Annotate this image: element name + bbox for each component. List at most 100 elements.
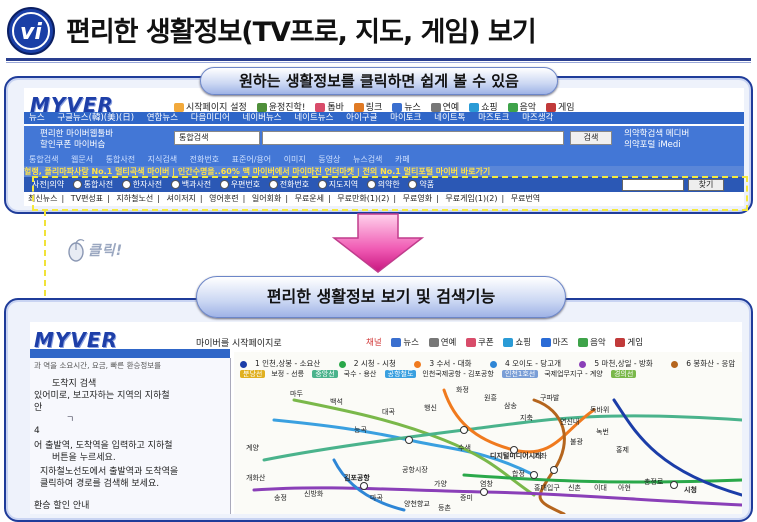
legend-tag[interactable]: 경의선 — [610, 370, 637, 378]
station-label[interactable]: 디지털미디어시티 — [490, 451, 542, 460]
life-info-link[interactable]: 무료운세 — [294, 194, 325, 203]
coupon-link[interactable]: 할인쿠폰 마이버슴 — [40, 140, 106, 150]
station-label[interactable]: 구파발 — [540, 393, 560, 402]
news-link[interactable]: 다음미디어 — [190, 113, 230, 123]
station-label[interactable]: 녹번 — [596, 427, 609, 436]
life-info-link[interactable]: 영어훈련 — [209, 194, 239, 203]
radio-button[interactable] — [219, 180, 229, 189]
life-info-link[interactable]: 최신뉴스 — [28, 194, 58, 203]
topnav-item[interactable]: 연예 — [430, 100, 459, 113]
station-label[interactable]: 홍대입구 — [534, 483, 560, 492]
news-link[interactable]: 아이구글 — [346, 113, 378, 123]
station-label[interactable]: 가좌 — [534, 451, 547, 460]
station-label[interactable]: 독바위 — [590, 405, 609, 414]
station-label[interactable]: 수색 — [458, 443, 471, 452]
station-label[interactable]: 불광 — [570, 437, 583, 446]
radio-button[interactable] — [408, 180, 418, 189]
topnav-item[interactable]: 뉴스 — [391, 336, 419, 348]
station-label[interactable]: 계양 — [246, 443, 259, 452]
topnav-item[interactable]: 게임 — [545, 100, 575, 113]
station-label[interactable]: 염창 — [480, 480, 493, 488]
station-label[interactable]: 아현 — [618, 483, 631, 492]
topnav-item[interactable]: 음악 — [578, 336, 606, 348]
search-category[interactable]: 웹문서 — [71, 155, 94, 164]
station-label[interactable]: 충정로 — [644, 477, 664, 486]
medical-portal-link[interactable]: 의약포털 iMedi — [624, 140, 681, 150]
station-label[interactable]: 지축 — [520, 413, 533, 422]
radio-button[interactable] — [317, 180, 327, 189]
station-label[interactable]: 원흥 — [484, 393, 497, 402]
legend-tag[interactable]: 중앙선 — [312, 370, 338, 378]
station-label[interactable]: 홍제 — [616, 445, 629, 454]
topnav-item[interactable]: 연예 — [428, 336, 456, 348]
station-label[interactable]: 시청 — [684, 485, 697, 494]
station-label[interactable]: 능곡 — [354, 426, 367, 434]
search-category[interactable]: 뉴스검색 — [352, 155, 383, 164]
legend-tag[interactable]: 분당선 — [240, 370, 266, 378]
topnav-item[interactable]: 게임 — [615, 336, 643, 348]
news-link[interactable]: 뉴스 — [29, 113, 45, 123]
radio-button[interactable] — [366, 180, 376, 189]
search-input[interactable] — [262, 131, 564, 145]
station-label[interactable]: 공항시장 — [402, 465, 428, 474]
legend-item[interactable]: 4 오이도 - 당고개 — [489, 359, 569, 368]
station-label[interactable]: 마곡 — [370, 493, 383, 502]
station-label[interactable]: 백석 — [330, 397, 343, 406]
topnav-item[interactable]: 쇼핑 — [503, 336, 531, 348]
search-category[interactable]: 통합검색 — [29, 155, 59, 164]
radio-button[interactable] — [268, 180, 278, 189]
transfer-discount-link[interactable]: 환승 할인 안내 — [34, 501, 90, 511]
dictionary-input[interactable] — [622, 179, 684, 191]
legend-item[interactable]: 1 인천,상봉 - 소요산 — [240, 359, 328, 368]
topnav-item[interactable]: 윤정진학! — [256, 100, 305, 113]
news-link[interactable]: 마즈토크 — [478, 113, 510, 123]
search-category[interactable]: 이미지 — [283, 155, 306, 164]
search-type-select[interactable]: 통합검색 — [174, 131, 260, 145]
set-homepage-link[interactable]: 마이버를 시작페이지로 — [196, 339, 282, 349]
life-info-link[interactable]: 무료번역 — [510, 194, 541, 203]
radio-button[interactable] — [121, 180, 131, 189]
search-category[interactable]: 통합사전 — [105, 155, 136, 164]
station-label[interactable]: 송정 — [274, 493, 287, 502]
legend-tag[interactable]: 공항철도 — [384, 370, 417, 378]
search-button[interactable]: 검색 — [570, 131, 612, 145]
station-label[interactable]: 마두 — [290, 389, 303, 398]
station-label[interactable]: 증미 — [460, 493, 473, 502]
station-label[interactable]: 행신 — [424, 403, 437, 412]
station-label[interactable]: 개화산 — [246, 473, 266, 482]
station-label[interactable]: 신방화 — [304, 489, 324, 498]
myver-logo[interactable]: MYVER — [34, 328, 118, 352]
topnav-item[interactable]: 톱바 — [315, 100, 344, 113]
news-link[interactable]: 마이토크 — [390, 113, 422, 123]
topnav-item[interactable]: 채널 — [366, 338, 382, 348]
station-label[interactable]: 등촌 — [438, 503, 451, 512]
life-info-link[interactable]: 무료만화(1)(2) — [337, 194, 390, 203]
topnav-item[interactable]: 마즈 — [540, 336, 568, 348]
life-info-link[interactable]: TV편성표 — [70, 194, 104, 203]
news-link[interactable]: 네이트뉴스 — [294, 113, 334, 123]
toolbar-link[interactable]: 편리한 마이버웹툴바 — [40, 129, 114, 139]
search-category[interactable]: 동영상 — [318, 155, 341, 164]
station-label[interactable]: 신촌 — [568, 483, 581, 492]
station-label[interactable]: 대곡 — [382, 408, 395, 416]
topnav-item[interactable]: 시작페이지 설정 — [174, 100, 247, 113]
legend-tag[interactable]: 인천1호선 — [502, 370, 539, 378]
promo-ticker[interactable]: 헐랭, 폴리마파사랑 No.1 멀티곡색 마이버 | 인간수명을..60% 맥 … — [24, 166, 744, 177]
station-label[interactable]: 삼송 — [504, 401, 517, 410]
news-link[interactable]: 구글뉴스(韓)(美)(日) — [57, 113, 135, 123]
life-info-link[interactable]: 셔이저지 — [166, 194, 196, 203]
radio-button[interactable] — [170, 180, 180, 189]
station-label[interactable]: 김포공항 — [344, 473, 370, 482]
news-link[interactable]: 연합뉴스 — [146, 113, 179, 123]
station-label[interactable]: 가양 — [434, 479, 447, 488]
station-label[interactable]: 연신내 — [560, 417, 579, 426]
search-category[interactable]: 전화번호 — [189, 155, 220, 164]
legend-item[interactable]: 2 시청 - 시청 — [338, 359, 404, 368]
legend-item[interactable]: 6 봉화산 - 응암 — [671, 359, 742, 368]
topnav-item[interactable]: 음악 — [507, 100, 536, 113]
life-info-link[interactable]: 지하철노선 — [116, 194, 154, 203]
station-label[interactable]: 화정 — [456, 385, 469, 394]
news-link[interactable]: 마즈생각 — [522, 113, 554, 123]
search-category[interactable]: 표준어/용어 — [231, 155, 272, 164]
legend-item[interactable]: 3 수서 - 대화 — [414, 359, 479, 368]
